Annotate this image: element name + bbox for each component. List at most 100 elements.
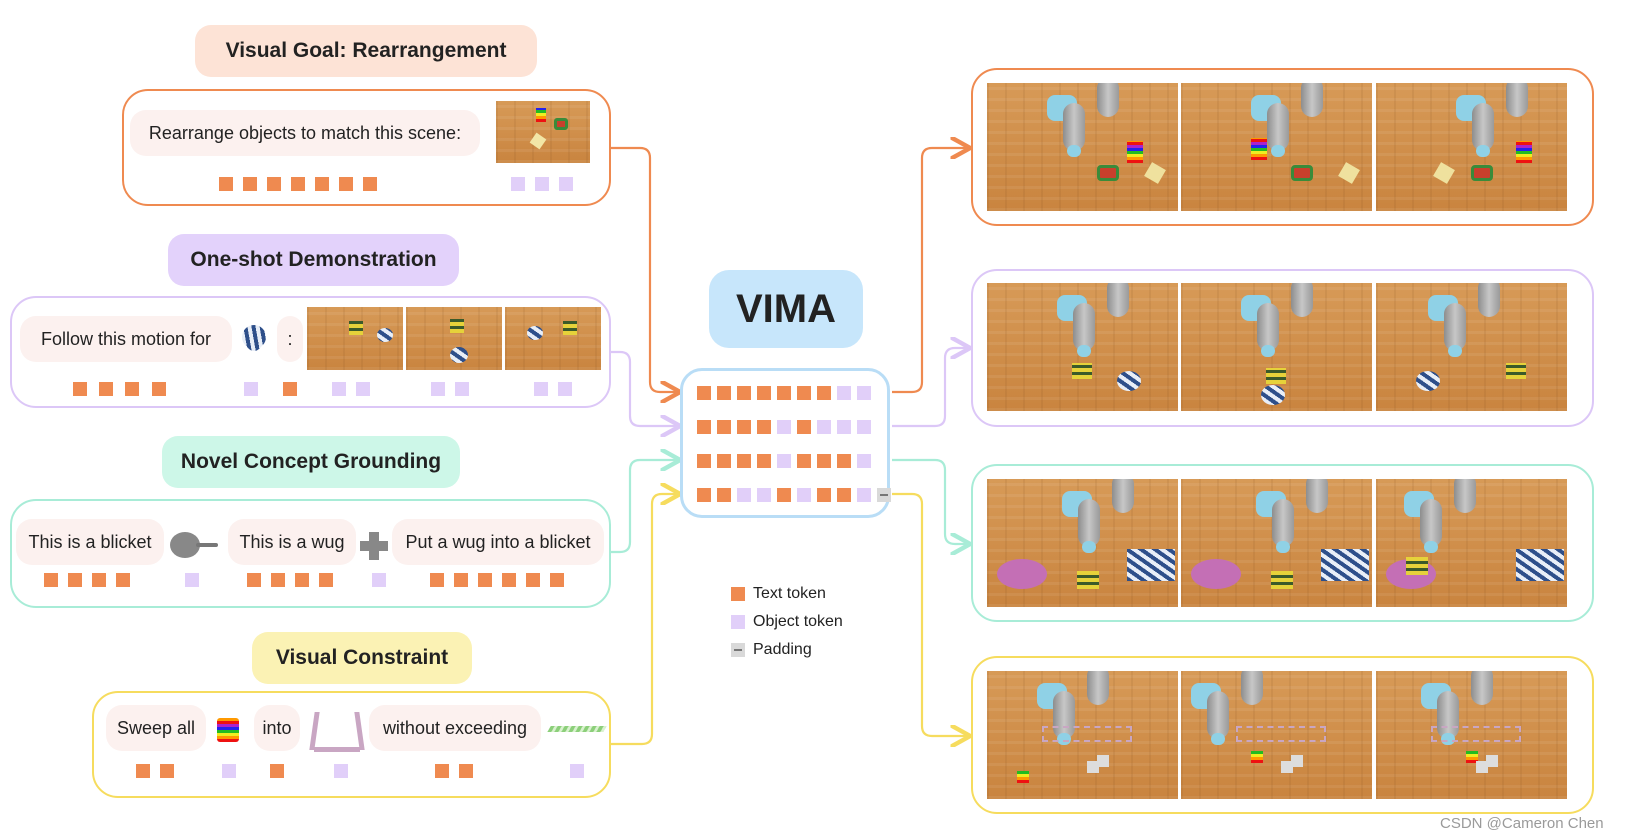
text-token [459,764,473,778]
gear-object [554,118,568,130]
robot-arm-upper [1107,283,1129,317]
text-token [295,573,309,587]
demo-frame-3 [505,307,601,370]
output-panel-demonstration [971,269,1594,427]
object-token [334,764,348,778]
object-token [837,420,851,434]
robot-arm-upper [1301,83,1323,117]
robot-scene-frame [987,83,1178,211]
text-token [717,488,731,502]
output-panel-rearrangement [971,68,1594,226]
object-token [857,488,871,502]
wire-demonstration-in [611,350,678,426]
wire-demonstration-out [892,348,968,428]
legend-object-token: Object token [731,613,843,631]
watermark: CSDN @Cameron Chen [1440,815,1604,832]
rainbow-block [1516,141,1532,163]
text-token [339,177,353,191]
object-token [431,382,445,396]
text-token [797,420,811,434]
robot-gripper [1082,541,1096,553]
text-token [430,573,444,587]
object-token [857,420,871,434]
prompt-text-into: into [254,705,300,751]
text-token [435,764,449,778]
grey-cube [1486,755,1498,767]
robot-gripper [1077,345,1091,357]
grey-cube [1291,755,1303,767]
demo-frame-1 [307,307,403,370]
zebra-object [1261,385,1285,405]
legend-swatch-object [731,615,745,629]
task-panel-demonstration [10,296,611,408]
robot-arm-upper [1478,283,1500,317]
object-token [777,420,791,434]
task-title-demonstration: One-shot Demonstration [168,234,459,286]
robot-arm-lower [1444,303,1466,351]
task-panel-constraint [92,691,611,798]
robot-scene-frame [1376,83,1567,211]
rainbow-block-icon [217,718,239,742]
robot-arm-lower [1063,103,1085,151]
robot-gripper [1211,733,1225,745]
object-token [857,386,871,400]
text-token [757,454,771,468]
robot-scene-frame [1376,671,1567,799]
legend-text-token: Text token [731,585,826,603]
object-token [857,454,871,468]
text-token [777,488,791,502]
text-token [717,420,731,434]
robot-arm-lower [1472,103,1494,151]
text-token [319,573,333,587]
text-token [92,573,106,587]
letter-v-object [1338,162,1360,184]
object-token [558,382,572,396]
zebra-object [527,326,543,340]
rainbow-block [1466,751,1478,763]
prompt-colon: : [277,316,303,362]
text-token [116,573,130,587]
striped-block [1266,368,1286,384]
pan-object [1191,559,1241,589]
object-token [737,488,751,502]
robot-arm-lower [1272,499,1294,547]
zebra-object [450,347,468,363]
text-token [837,454,851,468]
robot-arm-lower [1420,499,1442,547]
robot-arm-upper [1454,479,1476,513]
rainbow-block [1251,138,1267,160]
text-token [737,420,751,434]
object-token [534,382,548,396]
blicket-container [1516,549,1564,581]
robot-scene-frame [1181,671,1372,799]
text-token [697,420,711,434]
robot-gripper [1448,345,1462,357]
rainbow-block [1017,771,1029,783]
legend-swatch-text [731,587,745,601]
task-title-grounding: Novel Concept Grounding [162,436,460,488]
text-token [44,573,58,587]
letter-v-object [529,132,547,150]
object-token [559,177,573,191]
object-token [332,382,346,396]
object-token [535,177,549,191]
text-token [502,573,516,587]
text-token [697,386,711,400]
task-title-constraint: Visual Constraint [252,632,472,684]
text-token [99,382,113,396]
object-token [244,382,258,396]
padding-token [877,488,891,502]
text-token [270,764,284,778]
task-title-rearrangement: Visual Goal: Rearrangement [195,25,537,77]
text-token [737,386,751,400]
pan-object-icon [170,532,218,560]
prompt-text-sweep-all: Sweep all [106,705,206,751]
text-token [757,386,771,400]
robot-arm-upper [1471,671,1493,705]
legend-padding: Padding [731,641,812,659]
text-token [363,177,377,191]
text-token [837,488,851,502]
rainbow-block [1251,751,1263,763]
robot-arm-upper [1291,283,1313,317]
robot-gripper [1261,345,1275,357]
